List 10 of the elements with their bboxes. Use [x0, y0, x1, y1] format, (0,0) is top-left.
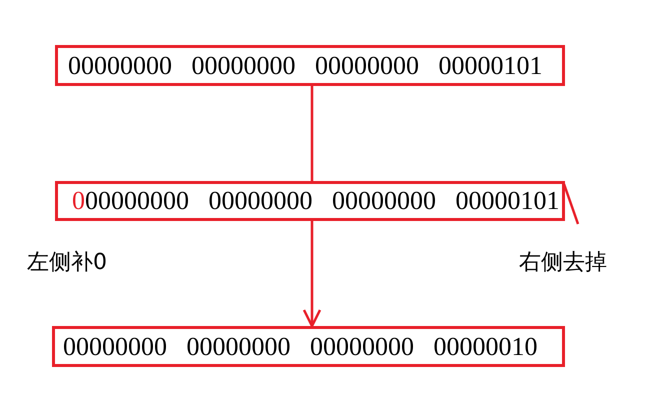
binary-value: 00000000 00000000 00000000 00000101 — [85, 186, 560, 216]
binary-value: 00000000 00000000 00000000 00000010 — [63, 332, 538, 362]
annotation-text: 右侧去掉 — [519, 249, 607, 277]
annotation-text: 左侧补0 — [27, 249, 107, 277]
binary-value: 00000000 00000000 00000000 00000101 — [68, 50, 542, 80]
arrow — [302, 221, 322, 328]
binary-box — [55, 181, 565, 221]
binary-box — [52, 326, 565, 367]
padded-bit: 0 — [72, 186, 85, 216]
binary-box — [55, 45, 565, 86]
